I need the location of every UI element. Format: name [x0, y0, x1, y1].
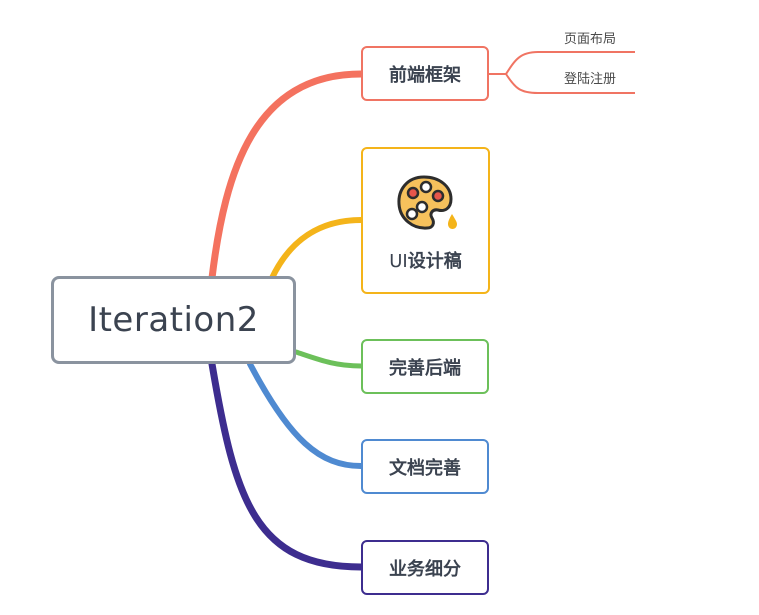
root-topic[interactable]: Iteration2	[51, 276, 296, 364]
connector-leaf-login	[489, 73, 635, 94]
topic-business[interactable]: 业务细分	[361, 540, 489, 595]
topic-frontend[interactable]: 前端框架	[361, 46, 489, 101]
connector-biz	[208, 360, 365, 571]
topic-ui-design[interactable]: UI设计稿	[361, 147, 490, 294]
topic-backend-label: 完善后端	[389, 357, 461, 379]
connector-ui	[269, 217, 364, 281]
subtopic-page-layout-label: 页面布局	[564, 32, 617, 47]
topic-frontend-label: 前端框架	[389, 64, 461, 86]
subtopic-login-register[interactable]: 登陆注册	[564, 68, 616, 87]
root-topic-label: Iteration2	[88, 300, 259, 340]
connector-frontend	[208, 70, 365, 282]
palette-icon	[396, 175, 457, 230]
topic-docs[interactable]: 文档完善	[361, 439, 489, 494]
topic-docs-label: 文档完善	[389, 457, 461, 479]
topic-backend[interactable]: 完善后端	[361, 339, 489, 394]
subtopic-login-register-label: 登陆注册	[564, 72, 617, 87]
connector-backend	[293, 349, 364, 369]
topic-ui-design-label: UI设计稿	[389, 251, 462, 272]
topic-business-label: 业务细分	[389, 558, 461, 580]
connector-docs	[247, 361, 364, 469]
subtopic-page-layout[interactable]: 页面布局	[564, 28, 616, 47]
